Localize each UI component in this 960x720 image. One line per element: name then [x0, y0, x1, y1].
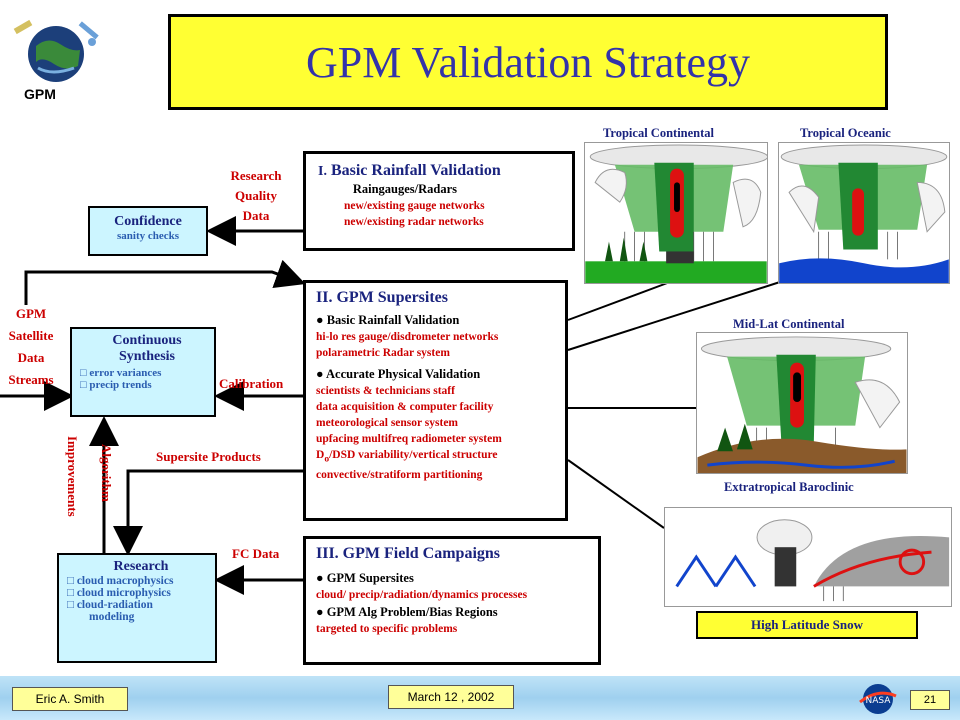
tropical-oceanic-scene-icon	[778, 142, 950, 284]
dsd-prefix: D	[316, 449, 325, 461]
box3-bullet1: GPM Supersites	[326, 571, 414, 585]
stream-2: Data	[17, 350, 45, 365]
box3-line2: targeted to specific problems	[316, 623, 458, 635]
box2-lines2-2: meteorological sensor system	[316, 417, 459, 429]
caption-extratropical: Extratropical Baroclinic	[724, 480, 854, 494]
rqd-2: Data	[242, 208, 270, 223]
bullet-icon: ●	[316, 367, 326, 381]
gpm-logo-icon	[13, 19, 99, 82]
footer-page-number: 21	[910, 690, 950, 710]
research-item-1: cloud microphysics	[76, 587, 171, 599]
synthesis-item-1: precip trends	[89, 379, 152, 391]
box2-lines2-0: scientists & technicians staff	[316, 385, 455, 397]
box2-lines1-0: hi-lo res gauge/disdrometer networks	[316, 331, 499, 343]
research-last: modeling	[89, 611, 135, 623]
checkbox-icon: □	[80, 367, 90, 379]
title-banner: GPM Validation Strategy	[168, 14, 888, 110]
fc-data-label: FC Data	[232, 546, 280, 561]
box2-heading: II. GPM Supersites	[316, 289, 448, 306]
checkbox-icon: □	[67, 599, 77, 611]
gpm-field-campaigns-box: III. GPM Field Campaigns ● GPM Supersite…	[303, 536, 601, 665]
box1-heading: Basic Rainfall Validation	[326, 162, 501, 179]
calibration-label: Calibration	[219, 376, 284, 391]
box2-lines2-1: data acquisition & computer facility	[316, 401, 494, 413]
dsd-sub: o	[324, 453, 330, 465]
box3-bullet2: GPM Alg Problem/Bias Regions	[326, 605, 498, 619]
box2-lines2-3: upfacing multifreq radiometer system	[316, 433, 502, 445]
box3-heading: III. GPM Field Campaigns	[316, 545, 501, 562]
box2-last: convective/stratiform partitioning	[316, 469, 483, 482]
stream-0: GPM	[15, 306, 47, 321]
synthesis-title1: Continuous	[112, 333, 182, 348]
checkbox-icon: □	[80, 379, 90, 391]
page-title: GPM Validation Strategy	[305, 37, 751, 87]
algorithm-label: Algorithm	[99, 444, 114, 502]
rqd-1: Quality	[235, 188, 277, 203]
bullet-icon: ●	[316, 313, 327, 327]
research-box: Research □ cloud macrophysics □ cloud mi…	[57, 553, 217, 663]
confidence-box: Confidence sanity checks	[88, 206, 208, 256]
box3-line1: cloud/ precip/radiation/dynamics process…	[316, 589, 528, 601]
svg-text:NASA: NASA	[866, 696, 892, 706]
midlat-continental-scene-icon	[696, 332, 908, 474]
nasa-logo-icon: NASA	[859, 684, 897, 714]
bullet-icon: ●	[316, 605, 327, 619]
gpm-supersites-box: II. GPM Supersites ● Basic Rainfall Vali…	[303, 280, 568, 521]
arrow-supersite-products	[113, 469, 303, 556]
stream-1: Satellite	[8, 328, 54, 343]
box2-bullet2: Accurate Physical Validation	[326, 367, 481, 381]
box1-line-1: new/existing radar networks	[344, 216, 484, 228]
synthesis-item-0: error variances	[89, 367, 162, 379]
high-latitude-scene-icon	[664, 507, 952, 607]
box1-line-0: new/existing gauge networks	[344, 200, 485, 212]
gpm-satellite-streams-label: GPM Satellite Data Streams	[0, 303, 62, 391]
stream-3: Streams	[8, 372, 54, 387]
footer-author: Eric A. Smith	[12, 687, 128, 711]
caption-tropical-oceanic: Tropical Oceanic	[800, 126, 891, 140]
caption-tropical-continental: Tropical Continental	[603, 126, 715, 140]
arrow-streams-box2	[24, 259, 306, 305]
footer-date: March 12 , 2002	[388, 685, 514, 709]
rqd-0: Research	[230, 168, 282, 183]
checkbox-icon: □	[67, 575, 77, 587]
box2-bullet1: Basic Rainfall Validation	[326, 313, 460, 327]
synthesis-title2: Synthesis	[118, 349, 176, 364]
confidence-title: Confidence	[114, 214, 182, 229]
improvements-label: Improvements	[65, 436, 80, 517]
caption-high-latitude: High Latitude Snow	[696, 611, 918, 639]
dsd-rest: /DSD variability/vertical structure	[329, 449, 498, 461]
checkbox-icon: □	[67, 587, 77, 599]
box2-dsd-line: Do/DSD variability/vertical structure	[316, 447, 565, 467]
box1-heading-num: I.	[318, 164, 327, 179]
research-item-0: cloud macrophysics	[76, 575, 174, 587]
supersite-products-label: Supersite Products	[156, 449, 261, 464]
research-quality-data-label: Research Quality Data	[216, 166, 296, 226]
confidence-sub: sanity checks	[116, 230, 180, 242]
tropical-continental-scene-icon	[584, 142, 768, 284]
research-item-2: cloud-radiation	[76, 599, 153, 611]
box1-sub:   Raingauges/Radars	[340, 182, 458, 196]
continuous-synthesis-box: Continuous Synthesis □ error variances □…	[70, 327, 216, 417]
caption-midlat: Mid-Lat Continental	[733, 317, 845, 331]
box2-lines1-1: polarametric Radar system	[316, 347, 450, 359]
bullet-icon: ●	[316, 571, 327, 585]
gpm-logo-text: GPM	[24, 86, 56, 102]
basic-rainfall-validation-box: I. Basic Rainfall Validation   Raingauge…	[303, 151, 575, 251]
research-title: Research	[113, 559, 169, 574]
